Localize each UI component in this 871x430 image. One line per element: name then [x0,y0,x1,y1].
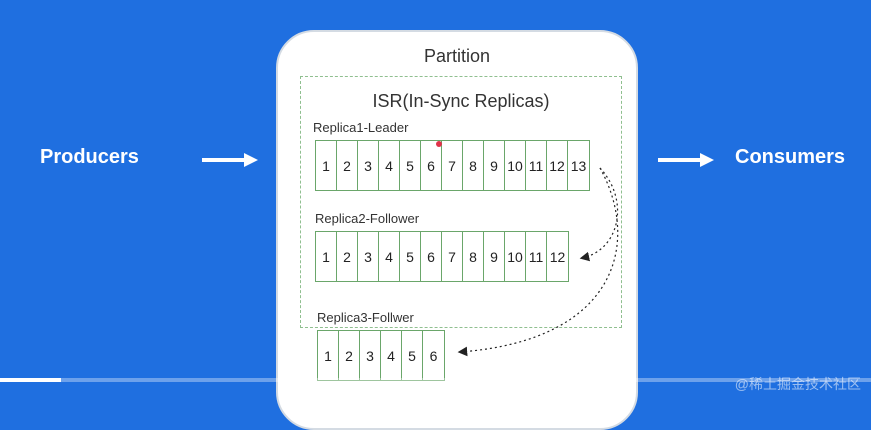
log-cell: 8 [463,141,484,190]
log-cell: 10 [505,232,526,281]
log-cell: 4 [379,232,400,281]
log-cell: 5 [402,331,423,380]
log-cell: 2 [337,232,358,281]
log-cell: 12 [549,248,566,265]
video-progress-fill [0,378,61,382]
video-progress-bar[interactable] [0,378,871,382]
log-cell: 5 [400,141,421,190]
log-cell: 8 [463,232,484,281]
log-cell: 1 [316,141,337,190]
log-cell: 3 [358,141,379,190]
log-cell: 6 [429,347,438,364]
log-cell: 3 [360,331,381,380]
replica3-label: Replica3-Follwer [317,310,414,325]
log-cell: 9 [484,232,505,281]
leader-marker-dot [436,141,442,147]
log-cell: 6 [421,141,442,190]
partition-title: Partition [423,46,491,66]
log-cell: 2 [337,141,358,190]
isr-box: ISR(In-Sync Replicas) [300,76,622,328]
consumers-arrow-icon [658,153,714,167]
log-cell: 7 [442,141,463,190]
log-cell: 10 [505,141,526,190]
replica2-label: Replica2-Follower [315,211,420,226]
replica1-label: Replica1-Leader [313,120,409,135]
log-cell: 12 [547,141,568,190]
replica2-sync-arrow [579,167,619,262]
log-cell: 2 [339,331,360,380]
log-cell: 9 [484,141,505,190]
replication-arrows [457,167,619,357]
producers-arrow-icon [202,153,258,167]
log-cell: 4 [379,141,400,190]
log-cell: 1 [318,331,339,380]
log-cell: 1 [316,232,337,281]
log-cell: 5 [400,232,421,281]
log-cell: 6 [421,232,442,281]
replica3-sync-arrow [457,167,619,357]
log-cell: 11 [526,232,547,281]
producers-label: Producers [40,146,139,168]
log-cell: 3 [358,232,379,281]
log-cell: 13 [570,157,587,174]
isr-title: ISR(In-Sync Replicas) [372,91,550,111]
watermark: @稀土掘金技术社区 [734,376,861,392]
log-cell: 7 [442,232,463,281]
log-cell: 4 [381,331,402,380]
log-cell: 11 [526,141,547,190]
consumers-label: Consumers [735,146,846,168]
